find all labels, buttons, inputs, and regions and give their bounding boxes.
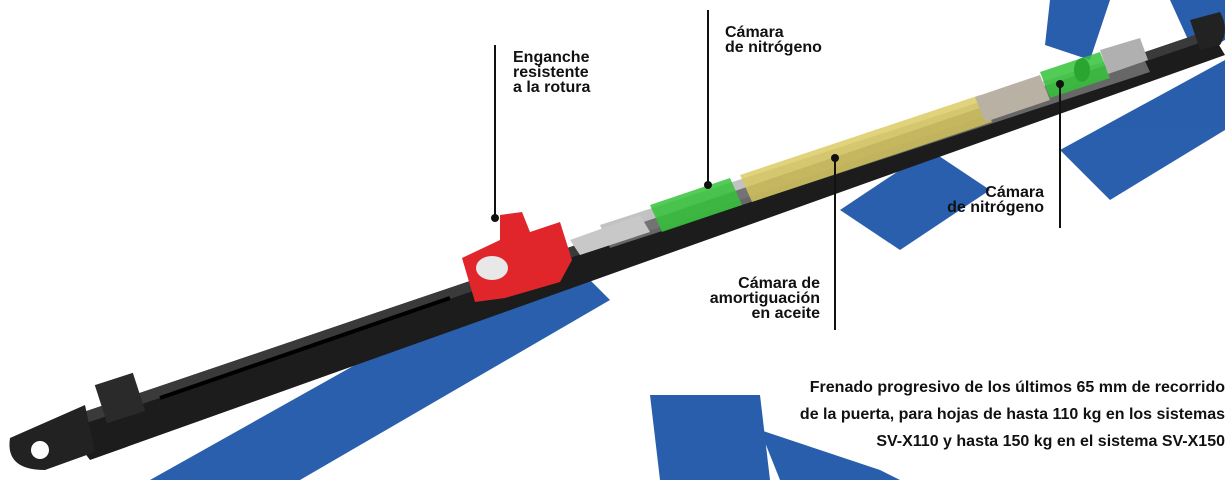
label-oil: Cámara de amortiguación en aceite [709,275,820,322]
leader-lines [491,10,1064,330]
rod-end [1100,38,1148,74]
label-nitrogen-top-line-1: Cámara [725,24,784,41]
rail-left-end [9,405,96,470]
rail-left-bracket [94,372,146,424]
rail-right-end [1190,12,1225,50]
leader-hook-dot [491,214,499,222]
rail-slot [159,296,451,400]
leader-oil-dot [831,154,839,162]
nitrogen-ring [1074,58,1090,82]
damper-cylinder [570,38,1150,255]
label-oil-line-1: Cámara de [738,275,820,292]
label-hook-line-2: resistente [513,64,589,81]
leader-nitrogen-right-dot [1056,80,1064,88]
watermark-stroke-3 [760,430,900,480]
caption-line-3: SV-X110 y hasta 150 kg en el sistema SV-… [876,433,1225,450]
metal-fitting [975,75,1050,122]
label-hook-line-1: Enganche [513,49,590,66]
caption-line-1: Frenado progresivo de los últimos 65 mm … [809,379,1225,396]
label-nitrogen-top-line-2: de nitrógeno [725,39,822,56]
rail-left-hole [31,441,49,459]
hook [462,212,572,302]
label-nitrogen-right-line-1: Cámara [985,184,1044,201]
hook-pin [476,256,508,280]
label-nitrogen-top: Cámara de nitrógeno [725,24,822,56]
label-oil-line-2: amortiguación [709,290,820,307]
watermark-stroke-7 [1045,0,1110,60]
watermark-stroke-5 [1060,60,1225,200]
label-hook: Enganche resistente a la rotura [513,49,591,96]
piston-rod [570,215,650,255]
leader-nitrogen-top-dot [704,181,712,189]
watermark-stroke-4 [840,150,990,250]
watermark-stroke-2 [650,395,770,480]
oil-chamber [740,95,992,202]
label-nitrogen-right-line-2: de nitrógeno [947,199,1044,216]
caption: Frenado progresivo de los últimos 65 mm … [625,374,1225,455]
label-hook-line-3: a la rotura [513,79,591,96]
label-oil-line-3: en aceite [751,305,820,322]
label-nitrogen-right: Cámara de nitrógeno [947,184,1044,216]
nitrogen-chamber-left [650,178,742,232]
caption-line-2: de la puerta, para hojas de hasta 110 kg… [799,406,1225,423]
